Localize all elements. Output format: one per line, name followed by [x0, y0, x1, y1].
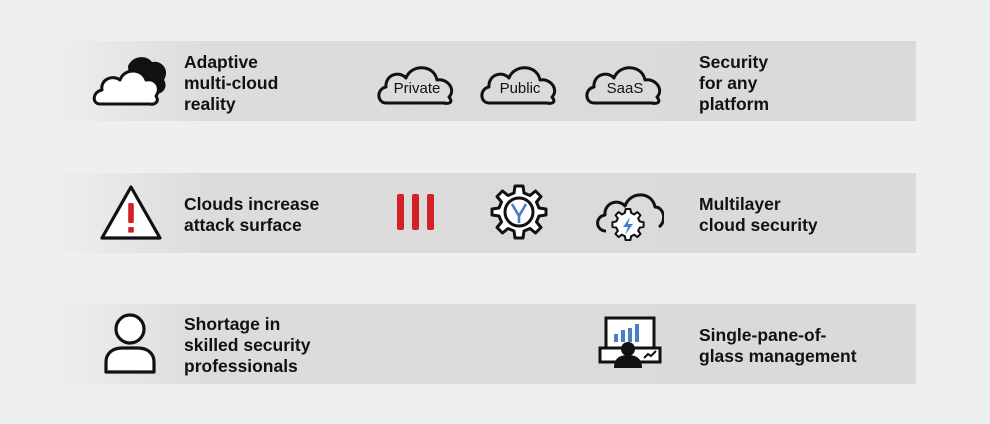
multi-cloud-icon	[92, 57, 167, 106]
public-cloud-icon: Public	[480, 66, 557, 105]
monitor-dashboard-icon	[598, 316, 662, 368]
cloud-security-icon	[596, 193, 664, 241]
label-single-pane: Single-pane-of- glass management	[699, 325, 857, 366]
row-band-multicloud	[50, 41, 916, 121]
user-icon	[104, 313, 156, 374]
saas-cloud-icon: SaaS	[585, 66, 662, 105]
public-cloud-label: Public	[500, 80, 541, 97]
label-adaptive-multicloud: Adaptive multi-cloud reality	[184, 52, 279, 114]
label-security-any-platform: Security for any platform	[699, 52, 769, 114]
row-band-skills	[50, 304, 916, 384]
label-clouds-increase: Clouds increase attack surface	[184, 194, 320, 235]
attack-bars-icon	[397, 194, 434, 230]
label-shortage-skilled: Shortage in skilled security professiona…	[184, 314, 311, 376]
saas-cloud-label: SaaS	[607, 80, 644, 97]
private-cloud-label: Private	[394, 80, 441, 97]
gear-icon	[490, 184, 548, 240]
private-cloud-icon: Private	[377, 66, 454, 105]
row-band-attack-surface	[50, 173, 916, 253]
label-multilayer-security: Multilayer cloud security	[699, 194, 818, 235]
warning-triangle-icon	[100, 185, 162, 240]
